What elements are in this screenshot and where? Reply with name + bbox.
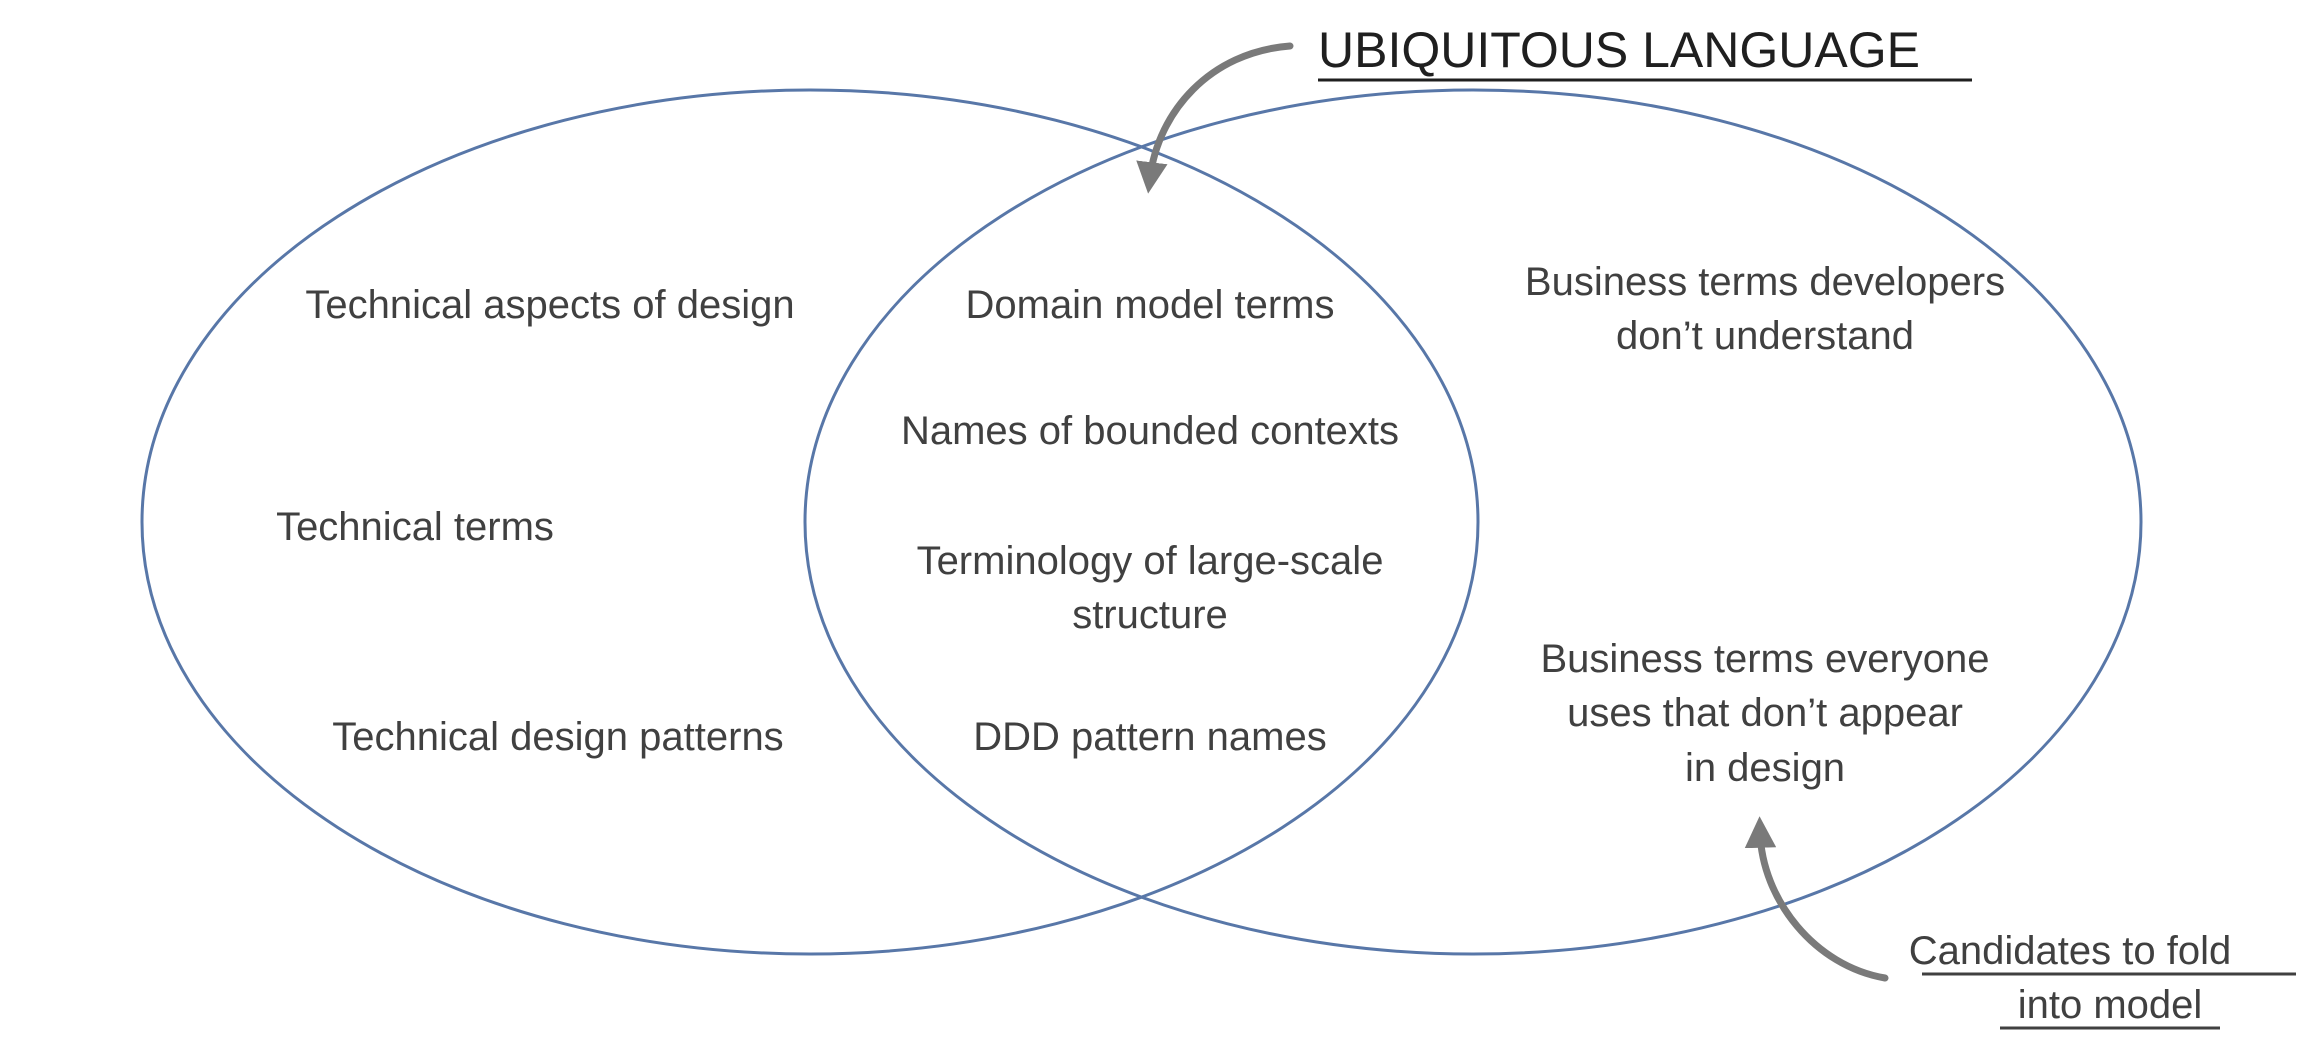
business-terms-everyone: Business terms everyone (1540, 637, 1989, 681)
names-of-bounded-contexts: Names of bounded contexts (901, 409, 1399, 453)
ubiquitous-language-arrow (1136, 42, 1294, 194)
candidates-label-line1: Candidates to fold (1909, 929, 2231, 973)
structure: structure (1072, 593, 1228, 637)
candidates-label-line2: into model (2018, 983, 2203, 1027)
technical-set-ellipse (140, 88, 1480, 956)
terminology-of-large-scale: Terminology of large-scale (917, 539, 1384, 583)
business-set-ellipse (803, 88, 2143, 956)
in-design: in design (1685, 746, 1845, 790)
technical-terms: Technical terms (276, 505, 554, 549)
business-terms-developers: Business terms developers (1525, 260, 2005, 304)
technical-aspects-of-design: Technical aspects of design (305, 283, 794, 327)
ubiquitous-language-label: UBIQUITOUS LANGUAGE (1318, 22, 1920, 78)
ddd-pattern-names: DDD pattern names (973, 715, 1326, 759)
domain-model-terms: Domain model terms (965, 283, 1334, 327)
technical-design-patterns: Technical design patterns (332, 715, 783, 759)
dont-understand: don’t understand (1616, 314, 1914, 358)
uses-that-dont-appear: uses that don’t appear (1567, 691, 1963, 735)
candidates-arrow (1744, 816, 1889, 982)
